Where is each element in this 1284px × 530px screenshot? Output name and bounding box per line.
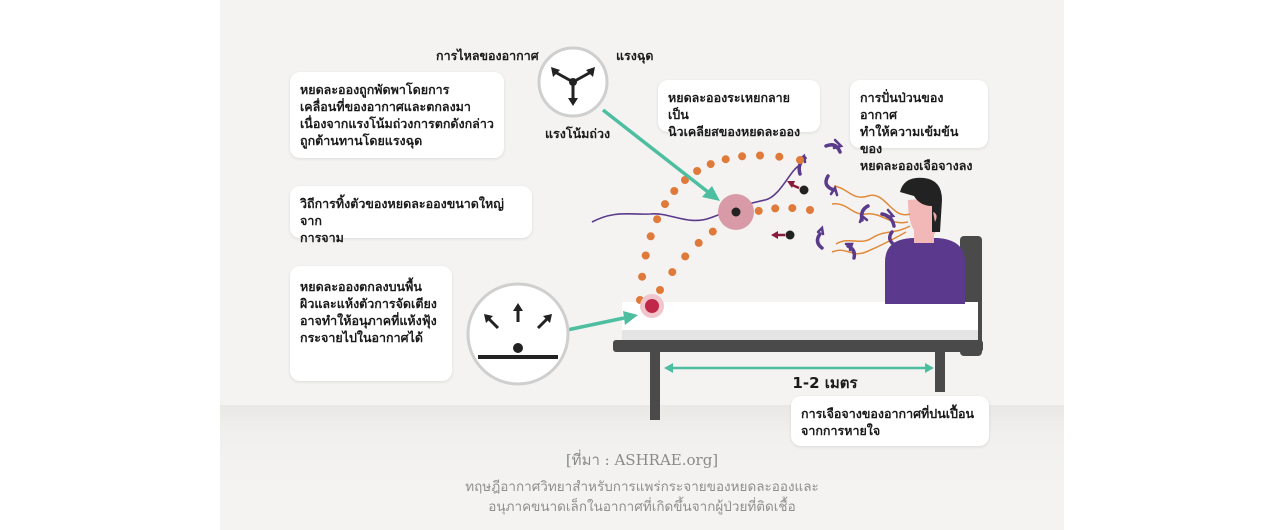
diagram-illustration — [466, 46, 983, 420]
trajectory-dot — [708, 227, 717, 236]
trajectory-dot — [806, 206, 814, 214]
trajectory-dot — [656, 286, 664, 294]
patient — [885, 177, 965, 304]
distance-arrow — [664, 363, 934, 373]
pointer-arrow-surface — [566, 316, 625, 332]
bed-leg-left — [650, 352, 660, 420]
callout-dilution: การเจือจางของอากาศที่ปนเปื้อน จากการหายใ… — [791, 396, 989, 446]
label-gravity: แรงโน้มถ่วง — [545, 126, 611, 141]
trajectory-dot — [641, 251, 650, 260]
droplet-nucleus-lower — [785, 230, 795, 240]
trajectory-dot — [756, 151, 764, 160]
patient-shirt — [885, 238, 965, 304]
callout-evaporation: หยดละอองระเหยกลายเป็น นิวเคลียสของหยดละอ… — [658, 80, 820, 139]
trajectory-dot — [694, 238, 703, 247]
trajectory-dot — [754, 206, 763, 215]
droplet-nuclei — [771, 181, 809, 240]
bed-frame — [613, 340, 983, 352]
pointer-arrows — [566, 108, 720, 332]
surface-circle — [466, 282, 570, 386]
trajectory-dot — [796, 156, 804, 164]
trajectory-dot — [653, 215, 662, 224]
trajectory-dot — [668, 268, 677, 277]
callout-surface-deposit: หยดละอองตกลงบนพื้น ผิวและแห้งตัวการจัดเต… — [290, 266, 452, 381]
airflow-line — [591, 164, 801, 223]
trajectory-dot — [706, 160, 715, 169]
callout-sneeze-trajectory: วิถีการทิ้งตัวของหยดละอองขนาดใหญ่จาก การ… — [290, 186, 532, 245]
trajectory-dot — [661, 200, 669, 209]
diagram-stage: หยดละอองถูกพัดพาโดยการ เคลื่อนที่ของอากา… — [220, 0, 1064, 530]
callout-carried-by-air: หยดละอองถูกพัดพาโดยการ เคลื่อนที่ของอากา… — [290, 72, 504, 158]
patient-face — [908, 198, 937, 238]
patient-hair — [900, 177, 942, 232]
trajectory-dot — [721, 155, 730, 164]
droplet-nucleus-upper — [799, 185, 809, 195]
patient-ear — [933, 212, 937, 222]
distance-label: 1-2 เมตร — [792, 374, 858, 392]
trajectory-dot — [775, 152, 784, 161]
airborne-droplet-core — [731, 207, 741, 217]
landed-droplet-core — [645, 299, 659, 313]
bed-leg-right — [935, 352, 945, 392]
label-drag-force: แรงฉุด — [616, 48, 654, 63]
bed-mattress-shadow — [622, 330, 978, 340]
trajectory-dot — [771, 204, 780, 213]
sneeze-trajectory — [636, 151, 814, 304]
trajectory-dot — [681, 252, 690, 261]
figure-caption: ทฤษฎีอากาศวิทยาสำหรับการแพร่กระจายของหยด… — [465, 479, 819, 515]
trajectory-dot — [638, 272, 647, 281]
pointer-arrow-forces — [601, 108, 710, 194]
source-credit: [ที่มา : ASHRAE.org] — [565, 451, 719, 469]
label-airflow: การไหลของอากาศ — [436, 48, 539, 63]
trajectory-dot — [788, 204, 797, 213]
trajectory-dot — [681, 176, 689, 184]
callout-turbulence: การปั่นป่วนของอากาศ ทำให้ความเข้มข้นของ … — [850, 80, 988, 173]
trajectory-dot — [738, 152, 747, 161]
trajectory-dot — [646, 232, 655, 241]
forces-circle — [537, 46, 609, 118]
trajectory-dot — [693, 167, 702, 175]
trajectory-dot — [670, 187, 679, 195]
turbulence-arrows — [797, 138, 902, 260]
